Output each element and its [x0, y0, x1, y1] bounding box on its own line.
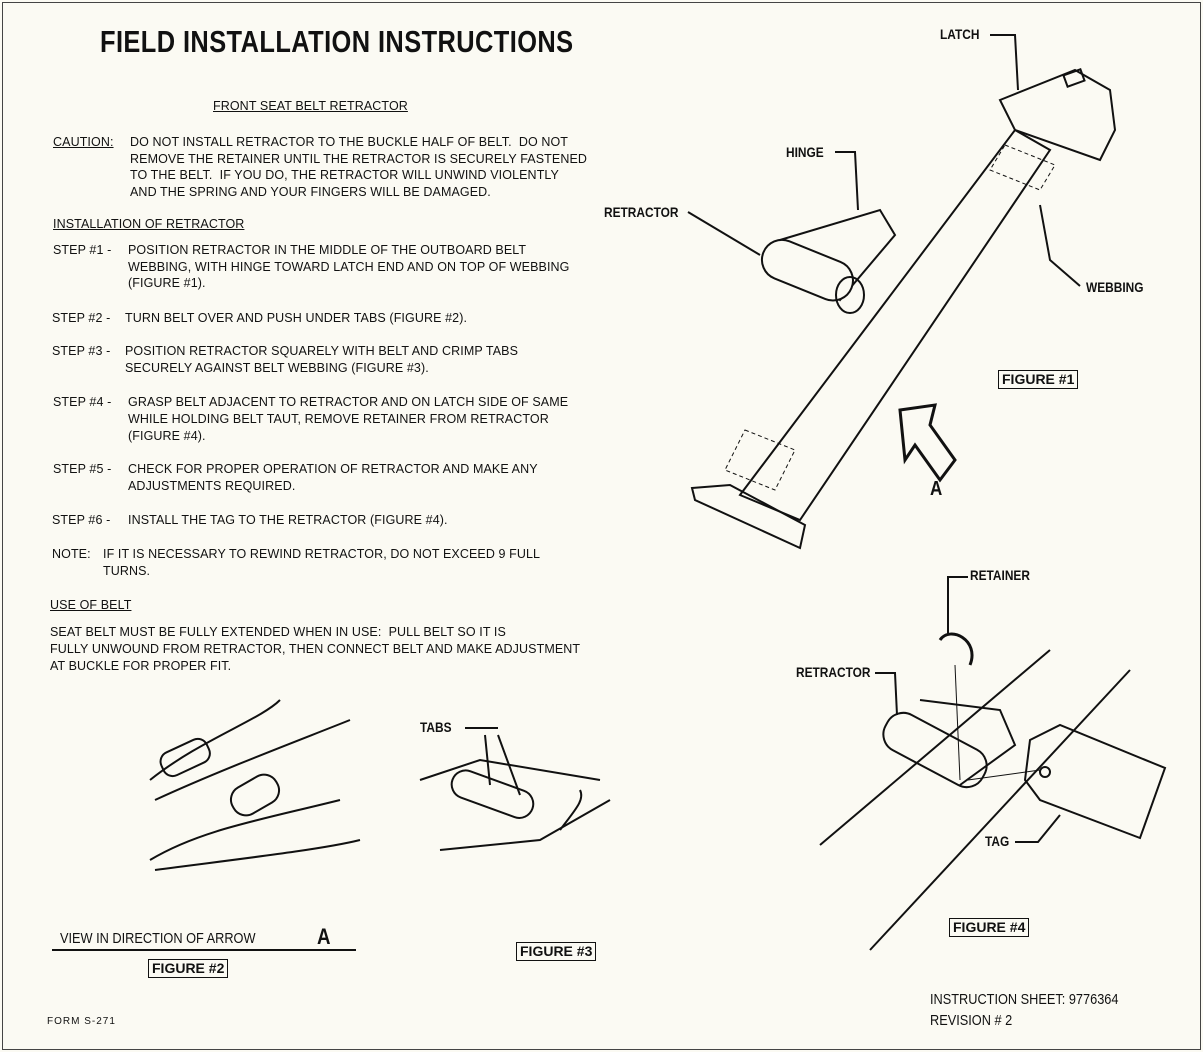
use-line: AT BUCKLE FOR PROPER FIT. — [50, 659, 232, 673]
caution-line: AND THE SPRING AND YOUR FINGERS WILL BE … — [130, 185, 491, 199]
caution-label: CAUTION: — [53, 135, 114, 149]
view-direction-label: VIEW IN DIRECTION OF ARROW — [60, 930, 256, 947]
caution-line: DO NOT INSTALL RETRACTOR TO THE BUCKLE H… — [130, 135, 569, 149]
figure-1-belt-drawing — [690, 68, 1117, 550]
instruction-sheet-number: INSTRUCTION SHEET: 9776364 — [930, 991, 1119, 1008]
label-retractor: RETRACTOR — [604, 204, 679, 220]
figure-4-drawing — [819, 576, 1167, 951]
caution-line: REMOVE THE RETAINER UNTIL THE RETRACTOR … — [130, 152, 588, 166]
step-line: ADJUSTMENTS REQUIRED. — [128, 479, 296, 493]
step-line: WHILE HOLDING BELT TAUT, REMOVE RETAINER… — [128, 412, 549, 426]
label-tag: TAG — [985, 833, 1010, 849]
use-heading: USE OF BELT — [50, 598, 132, 612]
note-line: IF IT IS NECESSARY TO REWIND RETRACTOR, … — [103, 547, 541, 561]
label-retractor-fig4: RETRACTOR — [796, 664, 871, 680]
view-arrow-letter: A — [317, 924, 331, 949]
form-number: FORM S-271 — [47, 1016, 116, 1027]
step-label: STEP #6 - — [52, 513, 111, 527]
step-line: (FIGURE #4). — [128, 429, 206, 443]
leader-latch — [990, 34, 1019, 91]
label-hinge: HINGE — [786, 144, 824, 160]
caution-line: TO THE BELT. IF YOU DO, THE RETRACTOR WI… — [130, 168, 559, 182]
step-label: STEP #2 - — [52, 311, 111, 325]
step-label: STEP #5 - — [53, 462, 112, 476]
step-line: POSITION RETRACTOR SQUARELY WITH BELT AN… — [125, 344, 519, 358]
step-label: STEP #4 - — [53, 395, 112, 409]
step-label: STEP #1 - — [53, 243, 112, 257]
installation-heading: INSTALLATION OF RETRACTOR — [53, 217, 245, 231]
label-webbing: WEBBING — [1086, 279, 1144, 295]
step-line: TURN BELT OVER AND PUSH UNDER TABS (FIGU… — [125, 311, 468, 325]
figure-3-caption: FIGURE #3 — [516, 942, 597, 961]
revision-number: REVISION # 2 — [930, 1012, 1013, 1029]
figure-4-caption: FIGURE #4 — [949, 918, 1030, 937]
step-label: STEP #3 - — [52, 344, 111, 358]
figure-1-caption: FIGURE #1 — [998, 370, 1079, 389]
leader-retractor — [687, 211, 761, 256]
use-line: FULLY UNWOUND FROM RETRACTOR, THEN CONNE… — [50, 642, 581, 656]
page-title: FIELD INSTALLATION INSTRUCTIONS — [100, 24, 574, 59]
step-line: POSITION RETRACTOR IN THE MIDDLE OF THE … — [128, 243, 527, 257]
label-tabs: TABS — [420, 719, 452, 735]
step-line: (FIGURE #1). — [128, 276, 206, 290]
arrow-a-label: A — [930, 478, 943, 500]
section-title: FRONT SEAT BELT RETRACTOR — [213, 99, 408, 113]
step-line: WEBBING, WITH HINGE TOWARD LATCH END AND… — [128, 260, 570, 274]
label-retainer: RETAINER — [970, 567, 1030, 583]
label-latch: LATCH — [940, 26, 980, 42]
leader-webbing — [1039, 204, 1081, 287]
step-line: CHECK FOR PROPER OPERATION OF RETRACTOR … — [128, 462, 538, 476]
leader-hinge — [835, 151, 859, 211]
figure-2-caption: FIGURE #2 — [148, 959, 229, 978]
figure-2-drawing — [52, 699, 361, 951]
note-line: TURNS. — [103, 564, 151, 578]
step-line: SECURELY AGAINST BELT WEBBING (FIGURE #3… — [125, 361, 429, 375]
use-line: SEAT BELT MUST BE FULLY EXTENDED WHEN IN… — [50, 625, 506, 639]
step-line: INSTALL THE TAG TO THE RETRACTOR (FIGURE… — [128, 513, 448, 527]
figure-3-drawing — [419, 727, 611, 851]
note-label: NOTE: — [52, 547, 91, 561]
step-line: GRASP BELT ADJACENT TO RETRACTOR AND ON … — [128, 395, 569, 409]
